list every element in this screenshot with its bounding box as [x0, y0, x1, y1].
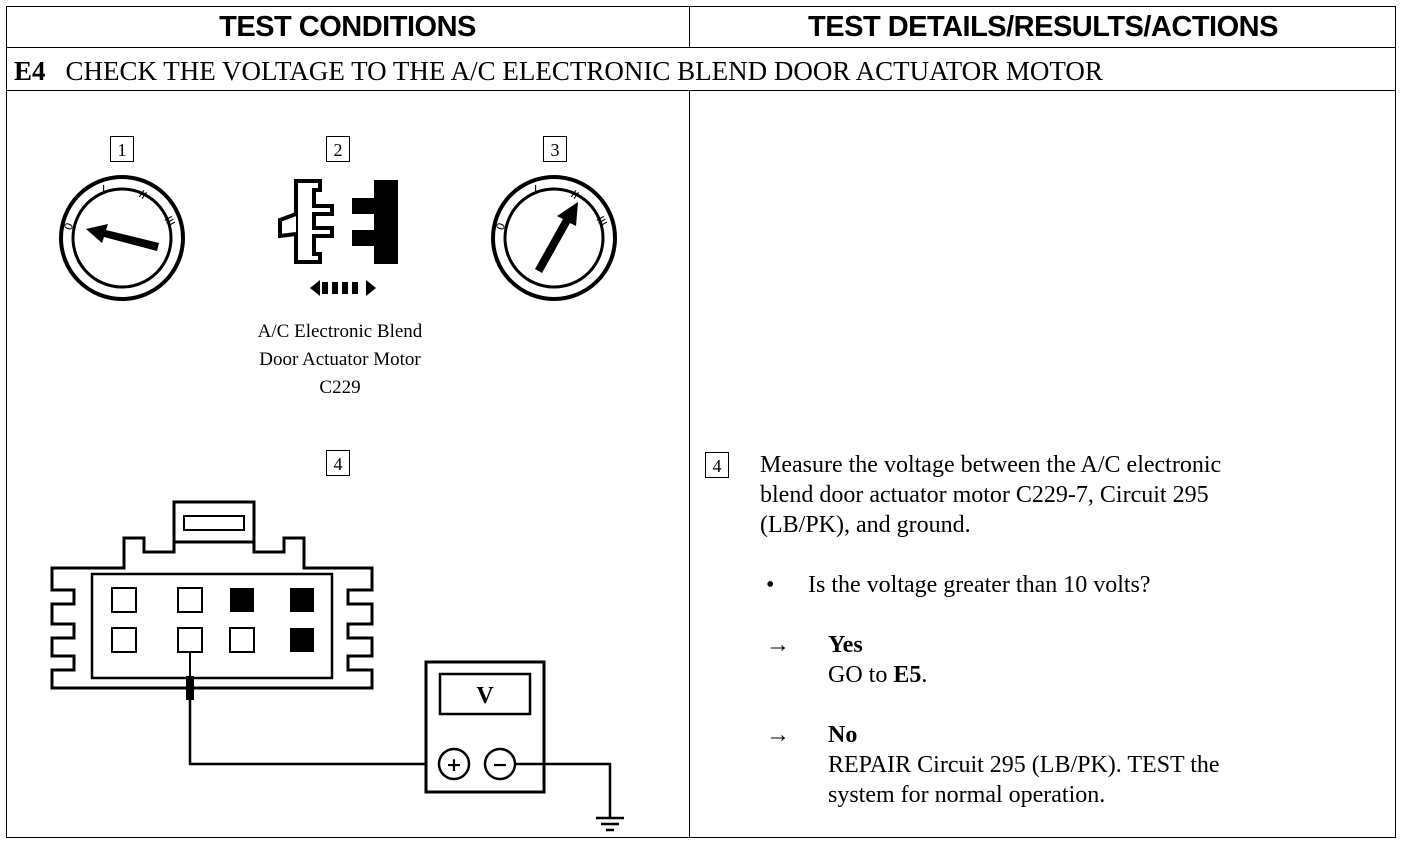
yes-action-suffix: . — [921, 662, 928, 688]
caption-line-2: Door Actuator Motor — [259, 349, 421, 370]
test-details-heading: TEST DETAILS/RESULTS/ACTIONS — [808, 11, 1278, 43]
label-4: 4 — [326, 450, 350, 476]
yes-branch: Yes GO to E5. — [828, 630, 927, 690]
label-1: 1 — [110, 136, 134, 162]
instruction-line-2: blend door actuator motor C229-7, Circui… — [760, 482, 1209, 508]
ignition-run-icon: 0 I II III — [491, 175, 617, 301]
ignition-mark-1: I — [102, 183, 105, 196]
label-3: 3 — [543, 136, 567, 162]
question-text: Is the voltage greater than 10 volts? — [808, 572, 1151, 598]
meter-minus: − — [492, 754, 508, 776]
yes-action-prefix: GO to — [828, 662, 894, 688]
detail-step-number: 4 — [705, 452, 729, 478]
step-title-row: E4 CHECK THE VOLTAGE TO THE A/C ELECTRONI… — [14, 52, 1103, 90]
meter-display: V — [476, 683, 494, 709]
ignition-off-icon: 0 I II III — [59, 175, 185, 301]
yes-arrow-icon: → — [766, 632, 790, 658]
instruction-text: Measure the voltage between the A/C elec… — [760, 450, 1221, 540]
test-conditions-heading: TEST CONDITIONS — [219, 11, 476, 43]
question-bullet: • — [766, 572, 775, 598]
no-branch: No REPAIR Circuit 295 (LB/PK). TEST the … — [828, 720, 1220, 810]
caption-line-3: C229 — [319, 377, 361, 398]
label-2: 2 — [326, 136, 350, 162]
connector-caption: A/C Electronic Blend Door Actuator Motor… — [210, 318, 470, 402]
no-label: No — [828, 722, 858, 748]
instruction-line-1: Measure the voltage between the A/C elec… — [760, 452, 1222, 478]
ignition-mark-0: 0 — [494, 221, 509, 232]
no-action-line-2: system for normal operation. — [828, 782, 1106, 808]
step-divider — [6, 90, 1396, 91]
connector-voltmeter-diagram: V + − — [50, 500, 624, 832]
yes-label: Yes — [828, 632, 863, 658]
yes-action-target: E5 — [893, 662, 922, 688]
body-column-divider — [689, 90, 690, 838]
caption-line-1: A/C Electronic Blend — [257, 321, 423, 342]
instruction-line-3: (LB/PK), and ground. — [760, 512, 971, 538]
header-divider — [6, 47, 1396, 48]
ignition-mark-1: I — [534, 183, 537, 196]
no-action-line-1: REPAIR Circuit 295 (LB/PK). TEST the — [828, 752, 1220, 778]
meter-plus: + — [446, 754, 462, 776]
procedure-table — [6, 6, 1396, 838]
connector-disconnect-icon — [278, 179, 398, 296]
header-column-divider — [689, 6, 690, 47]
yes-action: GO to E5. — [828, 660, 927, 690]
no-arrow-icon: → — [766, 722, 790, 748]
step-title: CHECK THE VOLTAGE TO THE A/C ELECTRONIC … — [65, 56, 1103, 86]
step-id: E4 — [14, 56, 46, 86]
ignition-mark-0: 0 — [62, 221, 77, 232]
